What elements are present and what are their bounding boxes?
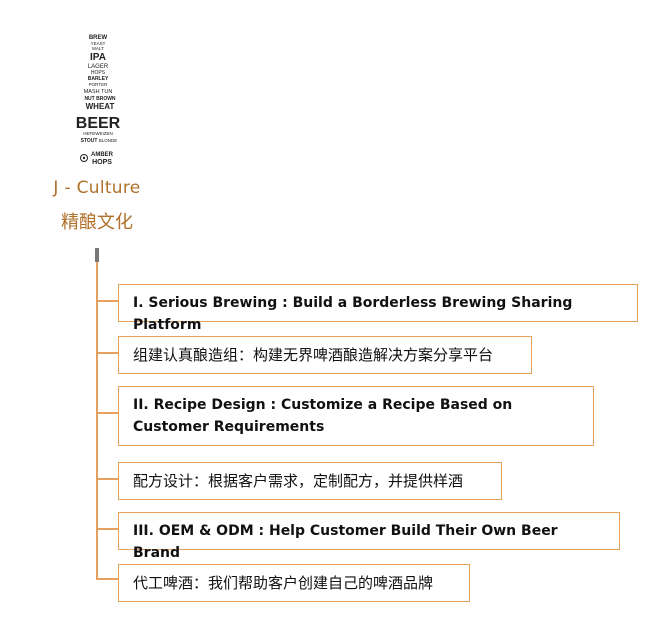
logo-word: PORTER <box>89 82 108 87</box>
logo-word: STOUT <box>81 138 98 144</box>
logo-word: HOPS <box>91 70 106 76</box>
logo-word: AMBER <box>91 152 114 158</box>
timeline-connector <box>96 352 118 354</box>
logo-word: BLONDE <box>99 138 118 143</box>
timeline-connector <box>96 412 118 414</box>
logo-word: MASH TUN <box>84 89 113 95</box>
timeline-connector <box>96 528 118 530</box>
timeline-item-oem-odm-zh: 代工啤酒：我们帮助客户创建自己的啤酒品牌 <box>118 564 470 602</box>
logo-word: NUT BROWN <box>84 96 115 102</box>
logo-word: YEAST <box>91 41 106 46</box>
timeline-item-serious-brewing-en: I. Serious Brewing : Build a Borderless … <box>118 284 638 333</box>
logo-word: WHEAT <box>86 102 115 111</box>
timeline-connector <box>96 478 118 480</box>
logo-word: BEER <box>76 115 120 132</box>
logo-word: BARLEY <box>88 76 109 82</box>
timeline-connector <box>96 300 118 302</box>
brand-title-english: J - Culture <box>53 178 141 198</box>
timeline-cap <box>95 248 99 262</box>
brand-title-chinese: 精酿文化 <box>61 212 133 233</box>
timeline-item-recipe-design-en: II. Recipe Design : Customize a Recipe B… <box>118 386 594 446</box>
beer-bottle-icon: BREW YEAST MALT IPA LAGER HOPS BARLEY PO… <box>76 35 120 166</box>
logo-word: MALT <box>92 46 104 51</box>
timeline-connector <box>96 578 118 580</box>
logo-word: LAGER <box>88 64 109 70</box>
logo-word: IPA <box>90 52 106 63</box>
logo-word: HEFEWEIZEN <box>83 131 113 136</box>
logo-word: HOPS <box>92 159 112 166</box>
logo-word: BREW <box>89 35 108 41</box>
timeline-item-oem-odm-en: III. OEM & ODM : Help Customer Build The… <box>118 512 620 561</box>
timeline-item-serious-brewing-zh: 组建认真酿造组：构建无界啤酒酿造解决方案分享平台 <box>118 336 532 374</box>
timeline-item-recipe-design-zh: 配方设计：根据客户需求，定制配方，并提供样酒 <box>118 462 502 500</box>
